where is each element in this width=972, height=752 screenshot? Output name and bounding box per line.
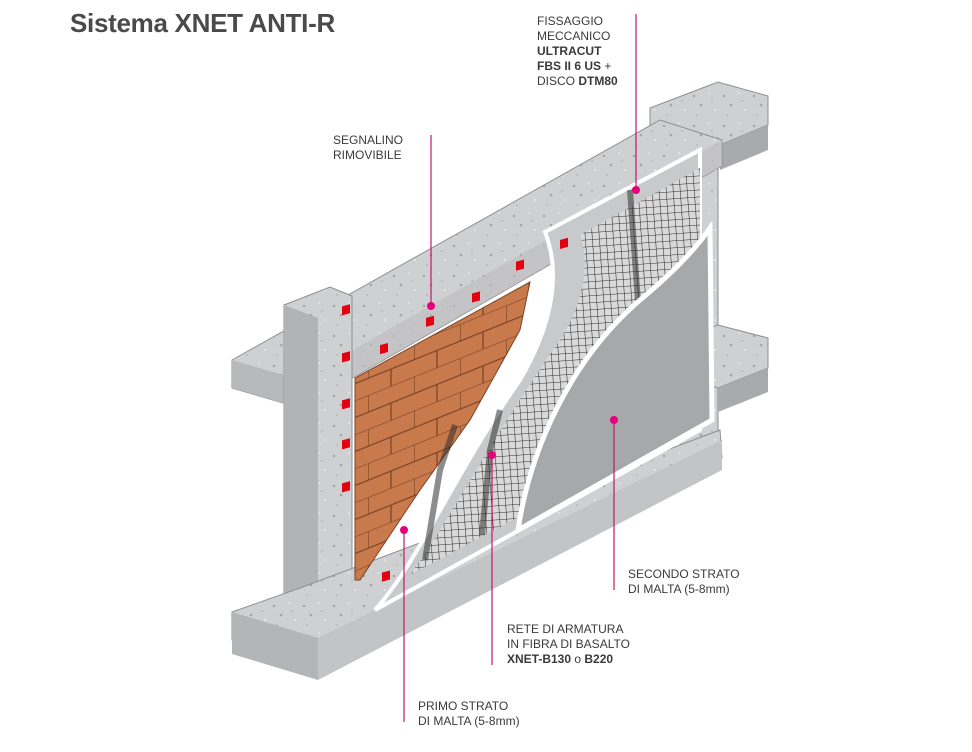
anchor-dot-fissaggio [632, 186, 640, 194]
label-rete: RETE DI ARMATURA IN FIBRA DI BASALTO XNE… [507, 622, 630, 667]
page-title: Sistema XNET ANTI-R [70, 8, 335, 38]
marker [380, 343, 388, 355]
label-line-bold: DTM80 [578, 74, 618, 88]
label-line: RETE DI ARMATURA [507, 622, 624, 636]
label-segnalino: SEGNALINO RIMOVIBILE [333, 133, 403, 163]
marker [560, 237, 568, 249]
marker [342, 304, 350, 316]
leader-dots [400, 186, 640, 534]
label-line: o [571, 652, 585, 666]
label-line-bold: ULTRACUT [537, 44, 602, 58]
label-line-bold: XNET-B130 [507, 652, 572, 666]
leader-lines [403, 14, 637, 722]
marker [342, 438, 350, 450]
marker [472, 291, 480, 303]
label-line-bold: B220 [584, 652, 614, 666]
label-line: DISCO [537, 74, 579, 88]
label-line: IN FIBRA DI BASALTO [507, 637, 630, 651]
second-mortar-layer [514, 220, 715, 535]
marker [342, 398, 350, 410]
label-line: PRIMO STRATO [418, 699, 509, 713]
label-line: RIMOVIBILE [333, 148, 402, 162]
marker [516, 259, 524, 271]
label-line: DI MALTA (5-8mm) [628, 582, 730, 596]
removable-markers [342, 237, 568, 582]
anchor-dot-segnalino [427, 302, 435, 310]
marker [382, 570, 390, 582]
label-line: SEGNALINO [333, 133, 404, 147]
anchor-dot-primo [400, 526, 408, 534]
anchor-dot-secondo [610, 416, 618, 424]
marker [342, 351, 350, 363]
label-line-bold: FBS II 6 US [537, 59, 602, 73]
label-line: DI MALTA (5-8mm) [418, 714, 520, 728]
label-fissaggio: FISSAGGIO MECCANICO ULTRACUT FBS II 6 US… [537, 14, 618, 89]
label-line: SECONDO STRATO [628, 567, 740, 581]
anchor-dot-rete [488, 451, 496, 459]
left-column [283, 286, 353, 623]
marker [426, 315, 434, 327]
label-secondo-strato: SECONDO STRATO DI MALTA (5-8mm) [628, 567, 740, 597]
label-line: MECCANICO [537, 29, 611, 43]
marker [342, 481, 350, 493]
label-line: + [601, 59, 612, 73]
label-line: FISSAGGIO [537, 14, 604, 28]
label-primo-strato: PRIMO STRATO DI MALTA (5-8mm) [418, 699, 520, 729]
